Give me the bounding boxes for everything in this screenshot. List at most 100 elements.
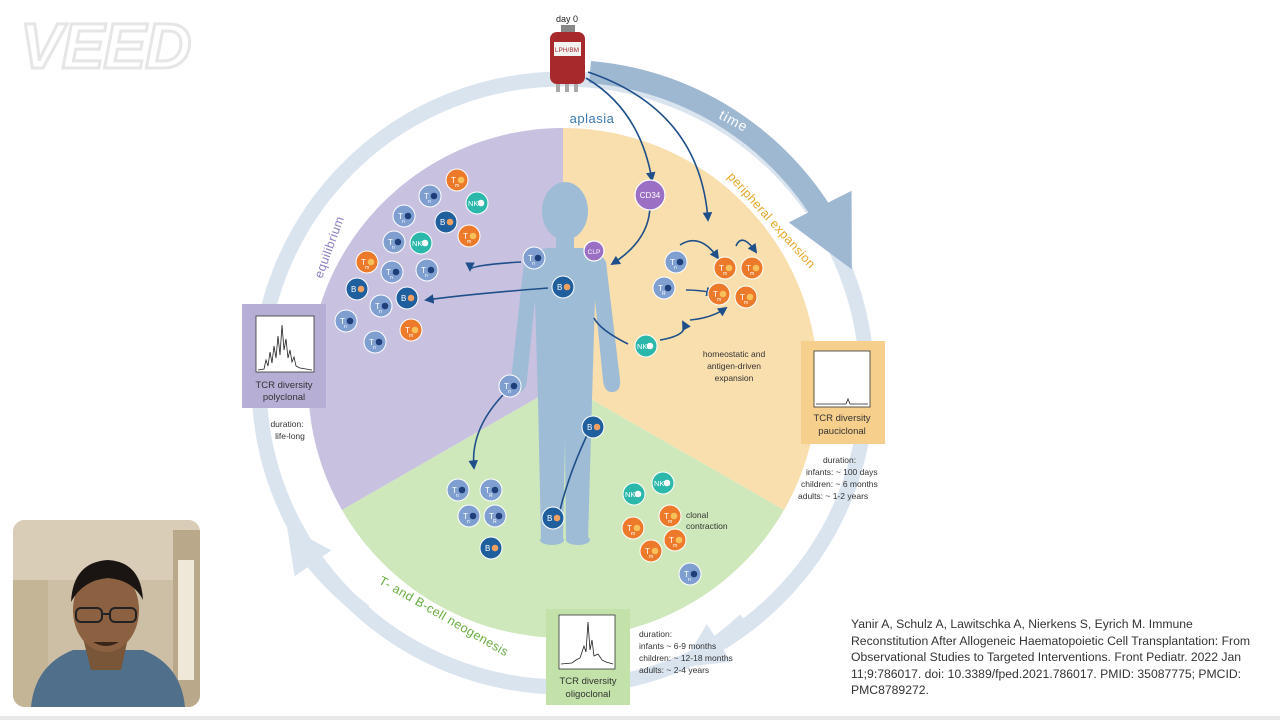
blood-bag-icon: LPH/BM	[550, 25, 585, 92]
clonal-annotation: clonal contraction	[686, 510, 728, 531]
cell-tn: Tn	[392, 204, 416, 228]
cell-tn: Tn	[457, 504, 481, 528]
cell-tm: Tm	[658, 504, 682, 528]
cell-tm: Tm	[740, 256, 764, 280]
svg-text:n: n	[402, 219, 405, 225]
svg-text:NK: NK	[412, 239, 422, 248]
svg-text:T: T	[740, 293, 745, 302]
svg-text:T: T	[528, 254, 533, 263]
svg-text:homeostatic and: homeostatic and	[703, 349, 766, 359]
svg-text:n: n	[344, 324, 347, 330]
svg-text:T: T	[375, 302, 380, 311]
svg-text:B: B	[557, 283, 562, 292]
svg-text:T: T	[388, 238, 393, 247]
cell-tn: Tn	[380, 260, 404, 284]
svg-text:n: n	[456, 493, 459, 499]
cell-tm: Tm	[355, 250, 379, 274]
svg-text:m: m	[717, 297, 721, 303]
cell-tn: Tn	[363, 330, 387, 354]
cell-b: B	[541, 506, 565, 530]
svg-text:m: m	[409, 333, 413, 339]
duration-expansion: duration: infants: ~ 100 days children: …	[798, 455, 878, 501]
svg-text:m: m	[649, 554, 653, 560]
cell-nk: NK	[465, 191, 489, 215]
citation-text: Yanir A, Schulz A, Lawitschka A, Nierken…	[851, 617, 1251, 697]
svg-text:T: T	[451, 176, 456, 185]
svg-text:children: ~ 12-18 months: children: ~ 12-18 months	[639, 653, 733, 663]
cell-tm: Tm	[621, 516, 645, 540]
svg-text:m: m	[673, 543, 677, 549]
svg-text:T: T	[421, 266, 426, 275]
tcr-polyclonal-line1: TCR diversity	[255, 380, 312, 391]
svg-text:NK: NK	[625, 490, 635, 499]
cell-tm: Tm	[663, 528, 687, 552]
svg-text:n: n	[392, 245, 395, 251]
svg-text:NK: NK	[637, 342, 647, 351]
cell-tm: Tm	[445, 168, 469, 192]
cell-tn: Tn	[498, 374, 522, 398]
svg-text:T: T	[452, 486, 457, 495]
tcr-oligoclonal-line1: TCR diversity	[559, 676, 616, 687]
ring-arrow-left	[286, 526, 370, 618]
svg-text:antigen-driven: antigen-driven	[707, 361, 761, 371]
svg-text:T: T	[463, 232, 468, 241]
svg-text:infants ~ 6-9 months: infants ~ 6-9 months	[639, 641, 716, 651]
svg-text:T: T	[713, 290, 718, 299]
cell-nk: NK	[409, 231, 433, 255]
svg-text:T: T	[645, 547, 650, 556]
tcr-pauciclonal-line2: pauciclonal	[818, 426, 866, 437]
svg-text:CLP: CLP	[588, 249, 601, 256]
clp-marker: CLP	[583, 240, 605, 262]
svg-text:CD34: CD34	[640, 191, 661, 200]
svg-text:T: T	[658, 284, 663, 293]
cell-nk: NK	[634, 334, 658, 358]
svg-text:children: ~ 6 months: children: ~ 6 months	[801, 479, 878, 489]
svg-text:n: n	[532, 261, 535, 267]
svg-text:T: T	[398, 212, 403, 221]
svg-text:m: m	[631, 531, 635, 537]
svg-text:duration:: duration:	[639, 629, 672, 639]
svg-text:T: T	[664, 512, 669, 521]
svg-text:T: T	[386, 268, 391, 277]
tcr-polyclonal-line2: polyclonal	[263, 392, 305, 403]
svg-text:adults: ~ 2-4 years: adults: ~ 2-4 years	[639, 665, 709, 675]
svg-text:m: m	[668, 519, 672, 525]
cell-tn: Tn	[369, 294, 393, 318]
tcr-pauciclonal-line1: TCR diversity	[813, 413, 870, 424]
cell-tr: TR	[483, 504, 507, 528]
svg-text:clonal: clonal	[686, 510, 708, 520]
svg-text:duration:: duration:	[270, 419, 303, 429]
migration-arrows	[424, 71, 758, 511]
cell-tn: Tn	[446, 478, 470, 502]
svg-text:m: m	[455, 183, 459, 189]
cell-tm: Tm	[707, 282, 731, 306]
cell-nk: NK	[651, 471, 675, 495]
veed-watermark-logo: VEED	[19, 14, 193, 74]
svg-text:T: T	[485, 486, 490, 495]
cell-b: B	[434, 210, 458, 234]
svg-text:n: n	[674, 265, 677, 271]
svg-text:T: T	[463, 512, 468, 521]
cell-b: B	[551, 275, 575, 299]
svg-text:B: B	[401, 294, 406, 303]
svg-text:B: B	[587, 423, 592, 432]
sector-peripheral-expansion	[563, 128, 818, 510]
svg-text:duration:: duration:	[823, 455, 856, 465]
cell-tn: Tn	[382, 230, 406, 254]
svg-text:T: T	[369, 338, 374, 347]
tcr-oligoclonal-line2: oligoclonal	[566, 689, 611, 700]
svg-text:T: T	[627, 524, 632, 533]
time-arrow	[589, 61, 852, 270]
svg-text:n: n	[508, 389, 511, 395]
ring-arrow-bottom	[681, 614, 751, 668]
cell-tr: TR	[479, 478, 503, 502]
cd34-marker: CD34	[634, 179, 666, 211]
svg-text:adults: ~ 1-2 years: adults: ~ 1-2 years	[798, 491, 868, 501]
duration-equilibrium: duration: life-long	[270, 419, 305, 441]
sector-equilibrium	[308, 128, 563, 510]
watermark-text: VEED	[20, 14, 190, 74]
cell-tm: Tm	[734, 285, 758, 309]
